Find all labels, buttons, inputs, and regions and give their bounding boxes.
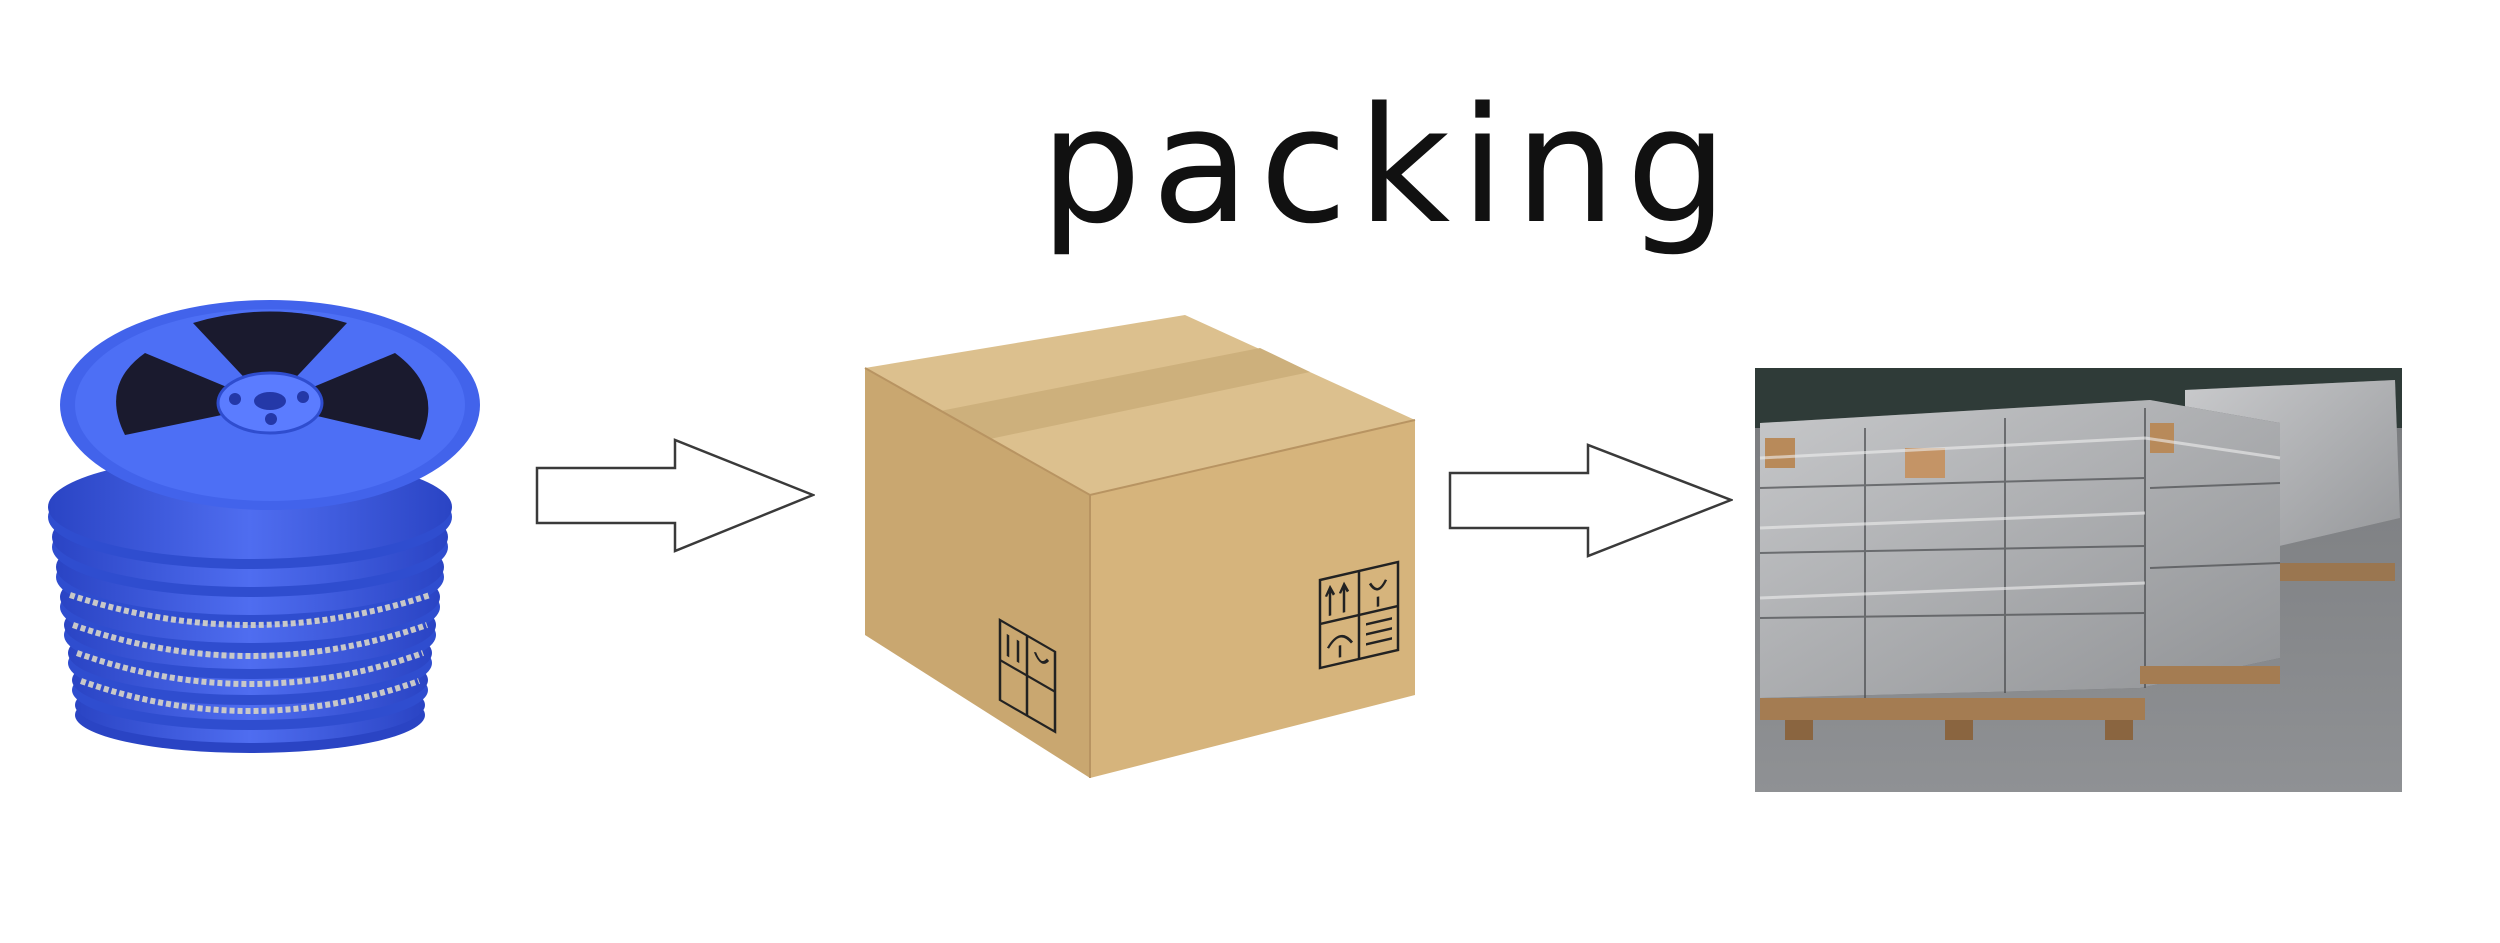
arrow-right-icon bbox=[1448, 443, 1733, 558]
diagram-title: packing bbox=[1040, 72, 1738, 259]
arrow-right-icon bbox=[535, 438, 815, 553]
cardboard-box-icon bbox=[864, 315, 1416, 778]
wrapped-pallets-icon bbox=[1755, 368, 2402, 792]
tape-reels-icon bbox=[48, 300, 480, 753]
